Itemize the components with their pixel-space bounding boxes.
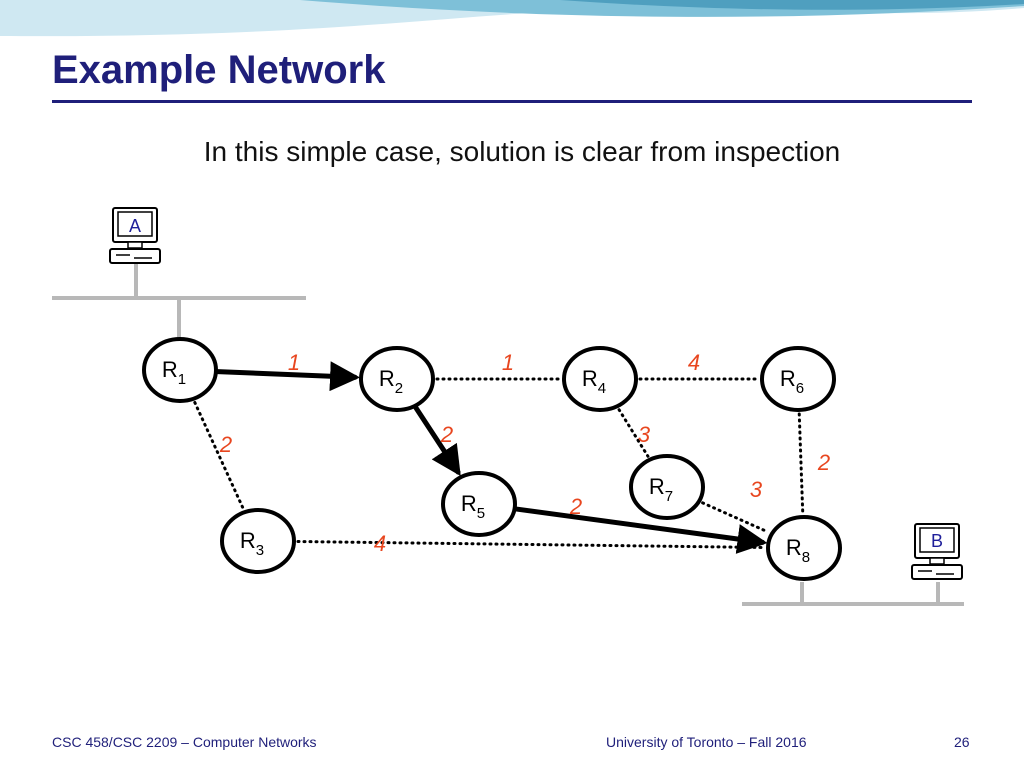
computer-icon (109, 207, 161, 264)
host-a-label: A (129, 216, 141, 236)
link-r6-r8 (797, 412, 805, 515)
router-node (441, 471, 517, 537)
router-r8: R8 (766, 515, 842, 581)
router-node (629, 454, 705, 520)
page-number: 26 (954, 734, 970, 750)
router-r3: R3 (220, 508, 296, 574)
link-r2-r5 (413, 405, 461, 477)
footer-institution: University of Toronto – Fall 2016 (606, 734, 807, 750)
link-weight-label: 2 (440, 422, 453, 447)
router-label: R4 (582, 366, 606, 397)
router-label: R2 (379, 366, 403, 397)
link-weight-label: 2 (817, 450, 830, 475)
link-weight-label: 3 (750, 477, 763, 502)
host-b-label: B (931, 531, 943, 551)
router-node (220, 508, 296, 574)
router-r2: R2 (359, 346, 435, 412)
router-node (142, 337, 218, 403)
router-node (760, 346, 836, 412)
link-weight-label: 4 (374, 531, 386, 556)
link-weight-label: 3 (638, 422, 651, 447)
router-label: R1 (162, 357, 186, 388)
link-r5-r8 (514, 506, 768, 554)
link-weight-label: 2 (569, 494, 582, 519)
router-node (562, 346, 638, 412)
link-r1-r2 (215, 361, 361, 392)
host-b: B (911, 523, 963, 580)
title-underline (52, 100, 972, 103)
router-node (766, 515, 842, 581)
link-weight-label: 1 (288, 350, 300, 375)
lan-a (52, 262, 306, 338)
router-label: R7 (649, 474, 673, 505)
router-r6: R6 (760, 346, 836, 412)
router-r1: R1 (142, 337, 218, 403)
slide-subtitle: In this simple case, solution is clear f… (203, 136, 841, 167)
footer-course: CSC 458/CSC 2209 – Computer Networks (52, 734, 317, 750)
slide-title: Example Network (52, 48, 386, 92)
host-a: A (109, 207, 161, 264)
lan-b (742, 582, 964, 606)
router-label: R8 (786, 535, 810, 566)
link-r1-r3 (193, 400, 245, 511)
links-layer: 1 2 1 2 4 4 3 2 2 3 (193, 350, 830, 556)
router-r5: R5 (441, 471, 517, 537)
router-r4: R4 (562, 346, 638, 412)
router-r7: R7 (629, 454, 705, 520)
link-r7-r8 (701, 501, 770, 534)
link-r3-r8 (296, 540, 766, 549)
computer-icon (911, 523, 963, 580)
router-label: R6 (780, 366, 804, 397)
link-weight-label: 1 (502, 350, 514, 375)
router-label: R5 (461, 491, 485, 522)
link-weight-label: 4 (688, 350, 700, 375)
router-label: R3 (240, 528, 264, 559)
router-node (359, 346, 435, 412)
link-weight-label: 2 (219, 432, 232, 457)
header-banner (0, 0, 1024, 37)
